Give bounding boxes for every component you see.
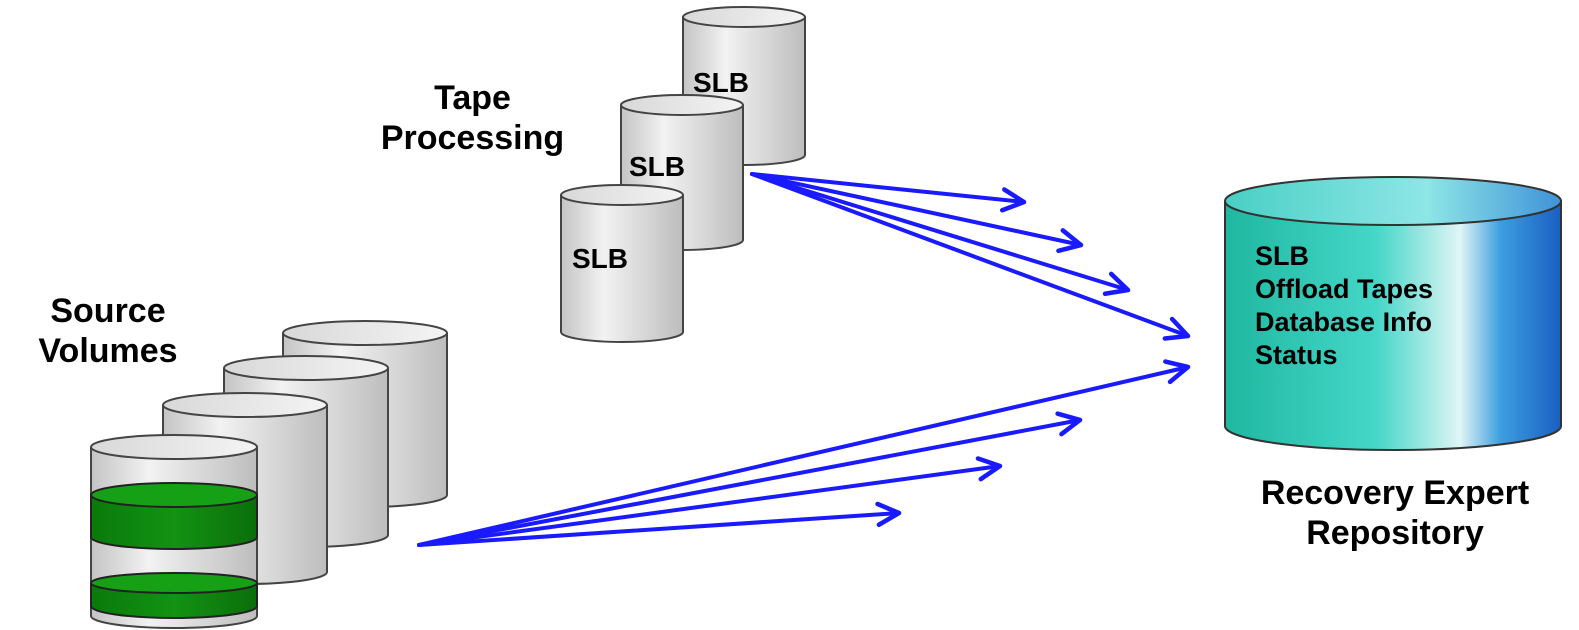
source-volume-stack: [90, 320, 448, 629]
tape-label-front: SLB: [572, 243, 628, 274]
tape-arrow-2: [750, 172, 1084, 254]
tape-arrows: [750, 172, 1191, 341]
repository-title-line-2: Repository: [1306, 514, 1484, 552]
data-band-lower: [90, 572, 258, 619]
tape-label-middle: SLB: [629, 151, 685, 182]
repository-contents: SLB Offload Tapes Database Info Status: [1255, 240, 1555, 372]
tape-arrow-3: [750, 172, 1131, 297]
repository-cylinder: [1224, 176, 1562, 451]
repository-title-line-1: Recovery Expert: [1260, 474, 1530, 512]
tape-arrow-1: [750, 172, 1027, 213]
data-band-upper: [90, 482, 258, 550]
tape-label-back: SLB: [693, 67, 749, 98]
tape-cylinder-front: [560, 184, 684, 343]
repository-item-offload-tapes: Offload Tapes: [1255, 274, 1434, 304]
source-volumes-label-line-1: Source: [50, 292, 166, 330]
tape-processing-label: Tape Processing: [350, 78, 595, 158]
tape-stack: [560, 6, 806, 343]
source-arrow-1: [417, 359, 1191, 547]
repository-item-status: Status: [1255, 340, 1338, 370]
source-volumes-label-line-2: Volumes: [38, 332, 178, 370]
source-arrows: [417, 359, 1191, 547]
repository-item-database-info: Database Info: [1255, 307, 1433, 337]
tape-processing-label-line-1: Tape: [434, 79, 511, 117]
source-volume-disk-1: [90, 434, 258, 629]
source-volumes-label: Source Volumes: [8, 291, 208, 371]
repository-title: Recovery Expert Repository: [1215, 473, 1575, 553]
source-arrow-4: [417, 501, 902, 547]
tape-processing-label-line-2: Processing: [380, 119, 565, 157]
tape-arrow-4: [750, 172, 1191, 341]
source-arrow-2: [417, 411, 1083, 547]
source-arrow-3: [417, 456, 1003, 547]
repository-item-slb: SLB: [1255, 241, 1309, 271]
